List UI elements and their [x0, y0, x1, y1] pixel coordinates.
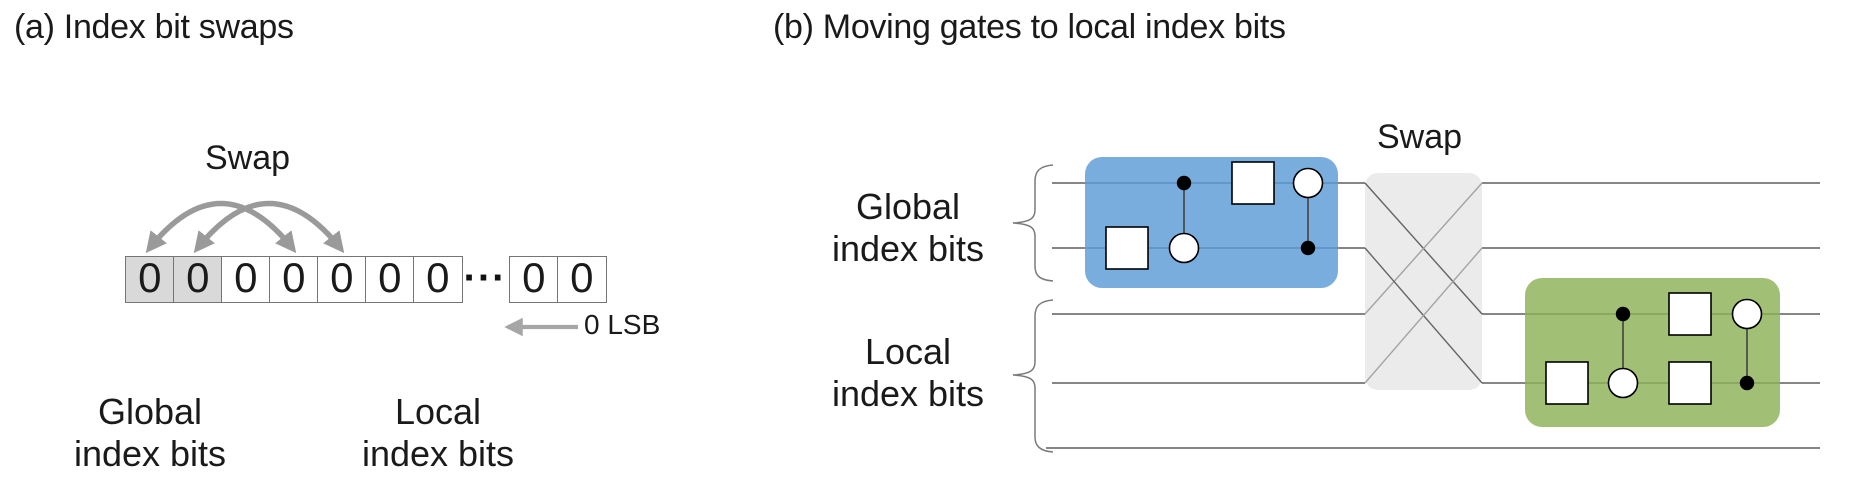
bit-cell: 0 [509, 256, 559, 303]
label-line: index bits [73, 433, 227, 475]
panel-b-swap-label: Swap [1377, 118, 1463, 156]
gate-square [1545, 361, 1589, 405]
bit-cell: 0 [365, 256, 415, 303]
label-line: Global [97, 391, 203, 432]
open-circle-gate [1168, 232, 1200, 264]
label-line: index bits [831, 228, 985, 270]
local-bits-brace [1012, 299, 1054, 453]
open-circle-gate [1292, 167, 1324, 199]
gate-square [1231, 161, 1275, 205]
swap-crossing-wire4-to-wire2 [1364, 247, 1483, 384]
gate-square [1668, 361, 1712, 405]
label-line: Local [864, 331, 952, 372]
bit-ellipsis: ··· [463, 255, 507, 300]
label-line: index bits [831, 373, 985, 415]
lsb-label: 0 LSB [584, 309, 661, 340]
bit-cell: 0 [173, 256, 223, 303]
control-dot [1615, 306, 1631, 322]
panel-a-local-bits-label: Local index bits [343, 391, 533, 475]
control-dot [1300, 240, 1316, 256]
swap-crossing-wire3-to-wire1 [1364, 182, 1483, 315]
gate-square [1668, 292, 1712, 336]
control-dot [1176, 175, 1192, 191]
open-circle-gate [1607, 367, 1639, 399]
global-block-gates [1105, 161, 1324, 270]
bit-cell: 0 [317, 256, 367, 303]
label-line: Local [394, 391, 482, 432]
bit-cell: 0 [413, 256, 463, 303]
label-line: Global [855, 186, 961, 227]
bit-cell: 0 [557, 256, 607, 303]
panel-b-title: (b) Moving gates to local index bits [773, 8, 1286, 46]
panel-b-local-bits-label: Local index bits [810, 331, 1006, 415]
control-dot [1739, 375, 1755, 391]
bit-cell: 0 [269, 256, 319, 303]
bit-cell: 0 [221, 256, 271, 303]
panel-a-title: (a) Index bit swaps [14, 8, 294, 46]
bit-cell: 0 [125, 256, 175, 303]
global-bits-brace [1012, 164, 1054, 282]
local-block-gates [1545, 292, 1763, 405]
panel-a-global-bits-label: Global index bits [55, 391, 245, 475]
label-line: index bits [361, 433, 515, 475]
swap-block [1365, 173, 1482, 390]
open-circle-gate [1731, 298, 1763, 330]
panel-a-swap-label: Swap [205, 139, 291, 177]
gate-square [1105, 226, 1149, 270]
panel-b-global-bits-label: Global index bits [810, 186, 1006, 270]
swap-arc-bits-0-3 [145, 200, 297, 254]
swap-arc-bits-1-4 [193, 200, 345, 254]
